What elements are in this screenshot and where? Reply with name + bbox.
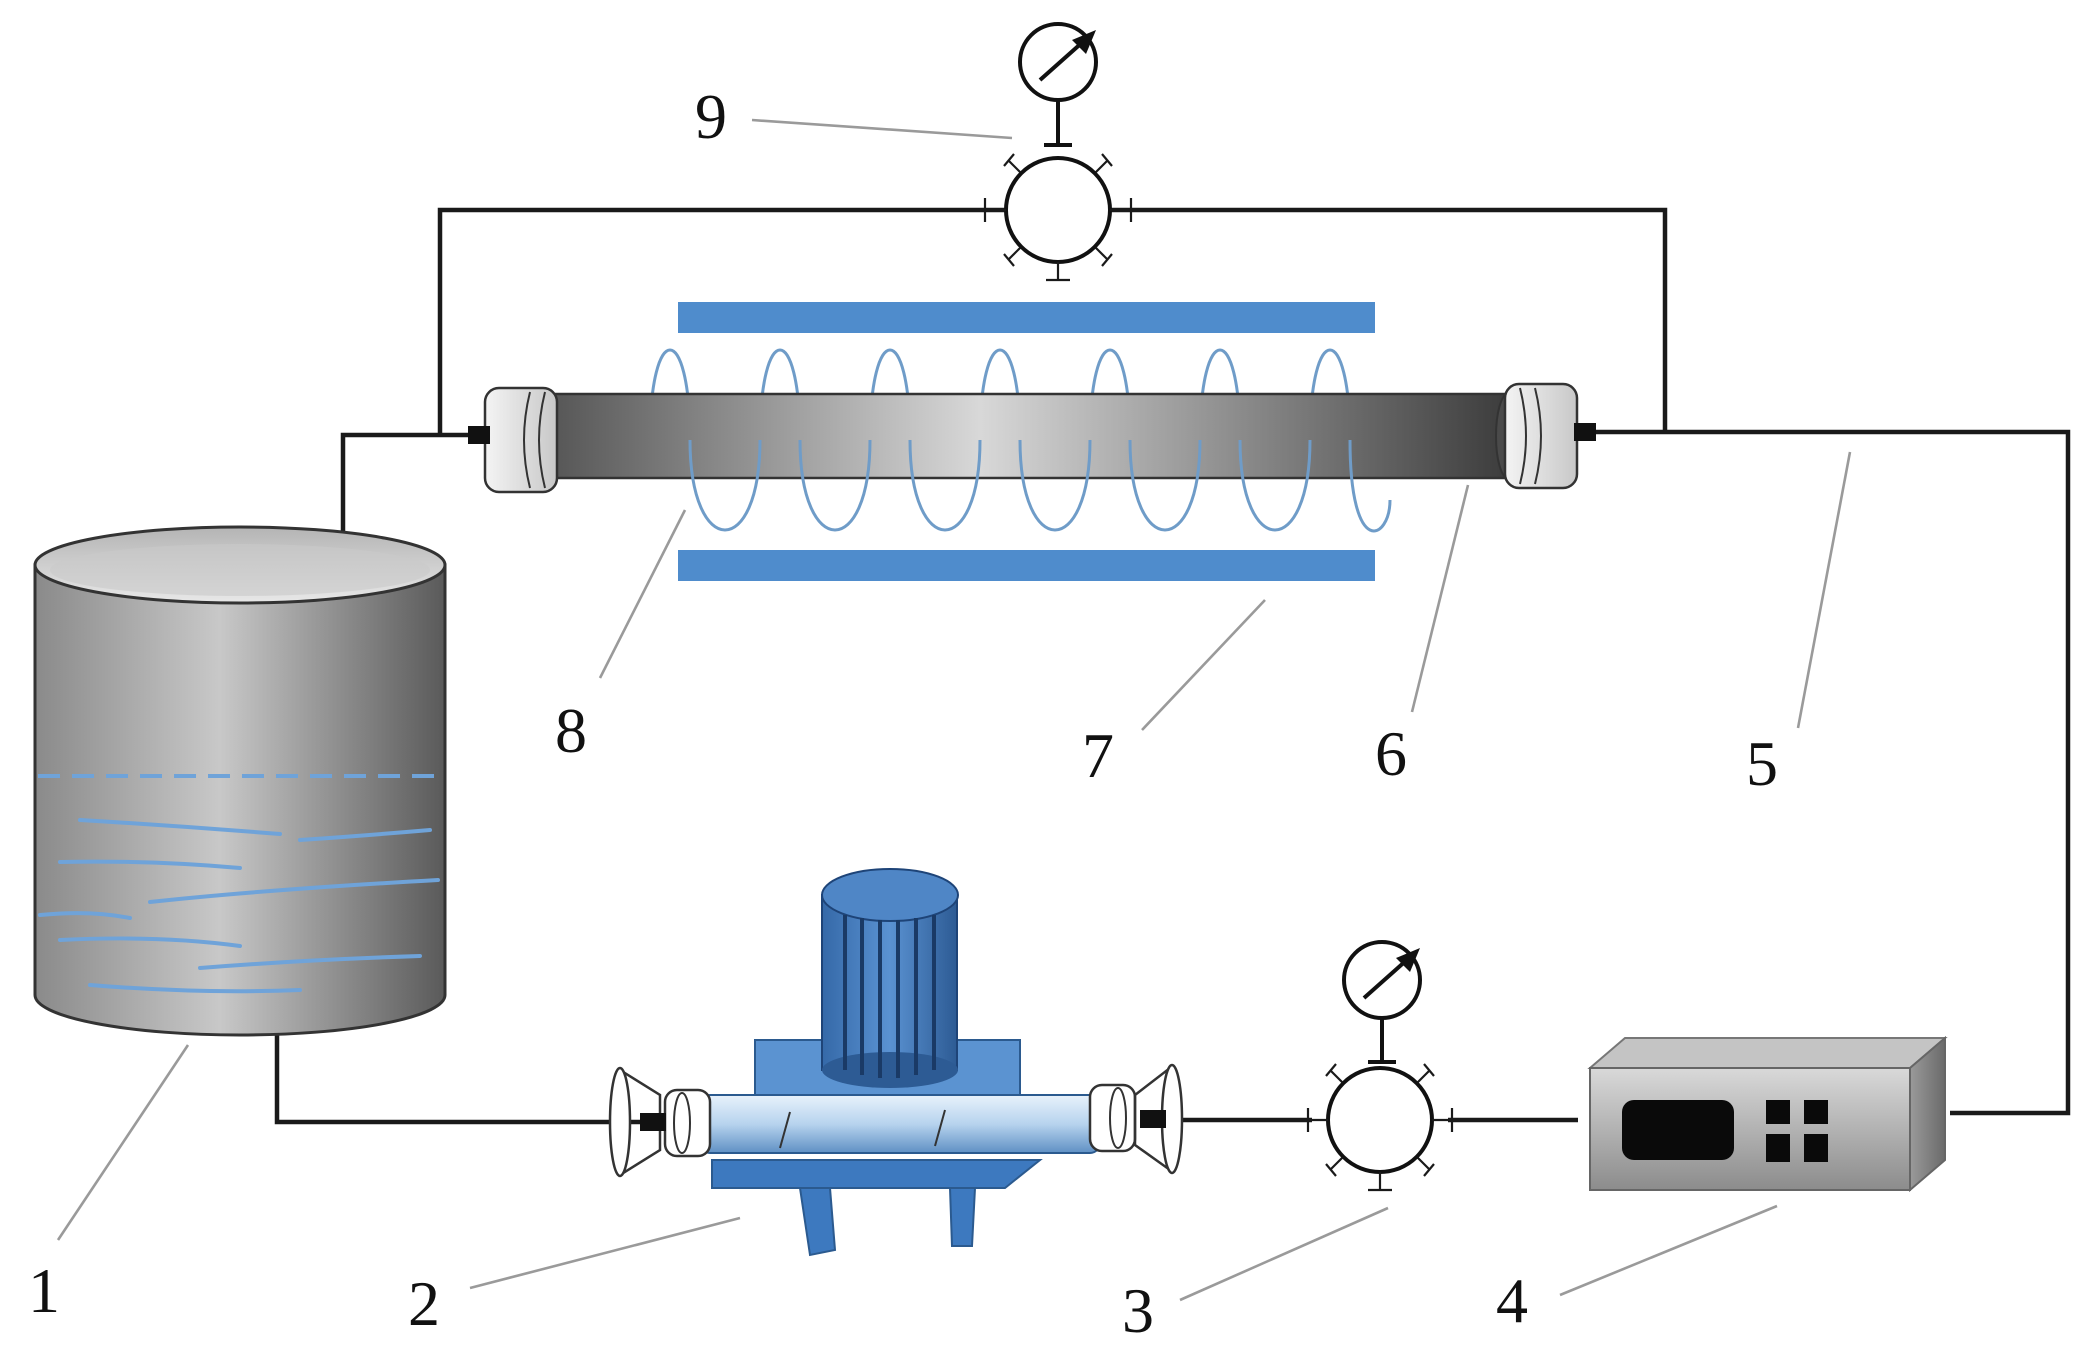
- callout-6: 6: [1375, 718, 1407, 789]
- callout-1: 1: [28, 1255, 60, 1326]
- callout-9: 9: [695, 81, 727, 152]
- coil-front: [688, 439, 1392, 533]
- callout-numbers: 1 2 3 4 5 6 7 8 9: [28, 81, 1778, 1346]
- leader-6: [1410, 484, 1470, 713]
- leader-7: [1141, 599, 1266, 731]
- water-tank: [33, 525, 447, 1037]
- leader-2: [469, 1216, 741, 1290]
- pump-pipe: [699, 1094, 1101, 1154]
- tank-body: [33, 563, 447, 1037]
- tube-cap-left: [468, 386, 559, 494]
- callout-3: 3: [1122, 1275, 1154, 1346]
- leader-9: [751, 118, 1013, 140]
- outlet-pipe-5: [1590, 429, 2071, 1116]
- bypass-pipe-left: [437, 207, 1005, 435]
- coil-back: [648, 348, 1352, 441]
- circulation-pump: [608, 868, 1184, 1257]
- heating-plate-top: [678, 302, 1375, 333]
- control-button-2: [1804, 1100, 1828, 1124]
- leader-lines: [56, 118, 1852, 1302]
- leader-3: [1179, 1206, 1389, 1302]
- water-streaks: [38, 818, 440, 994]
- control-button-4: [1804, 1134, 1828, 1162]
- leader-4: [1559, 1204, 1778, 1297]
- control-button-1: [1766, 1100, 1790, 1124]
- callout-4: 4: [1496, 1265, 1528, 1336]
- piping: [274, 207, 2071, 1125]
- callout-8: 8: [555, 695, 587, 766]
- leader-1: [56, 1044, 190, 1241]
- callout-7: 7: [1082, 720, 1114, 791]
- heating-section: [468, 302, 1596, 581]
- meter-body-top: [1004, 156, 1112, 264]
- control-box-top: [1587, 1037, 1948, 1069]
- pump-inlet-flange: [608, 1066, 712, 1178]
- flow-meter-bottom: [1306, 940, 1454, 1192]
- leader-5: [1796, 451, 1852, 729]
- callout-2: 2: [408, 1268, 440, 1339]
- tank-bottom-pipe: [274, 1023, 640, 1125]
- control-button-3: [1766, 1134, 1790, 1162]
- pressure-gauge-top: [983, 22, 1133, 282]
- leader-8: [598, 509, 687, 679]
- pump-outlet-flange: [1088, 1063, 1184, 1175]
- heating-plate-bottom: [678, 550, 1375, 581]
- control-box: [1587, 1035, 1948, 1193]
- display-screen: [1622, 1100, 1734, 1160]
- meter-body-bottom: [1326, 1066, 1434, 1174]
- tube-cap-right: [1503, 382, 1596, 490]
- bypass-pipe-right: [1110, 207, 1668, 432]
- pump-base-plate: [711, 1159, 1043, 1189]
- callout-5: 5: [1746, 728, 1778, 799]
